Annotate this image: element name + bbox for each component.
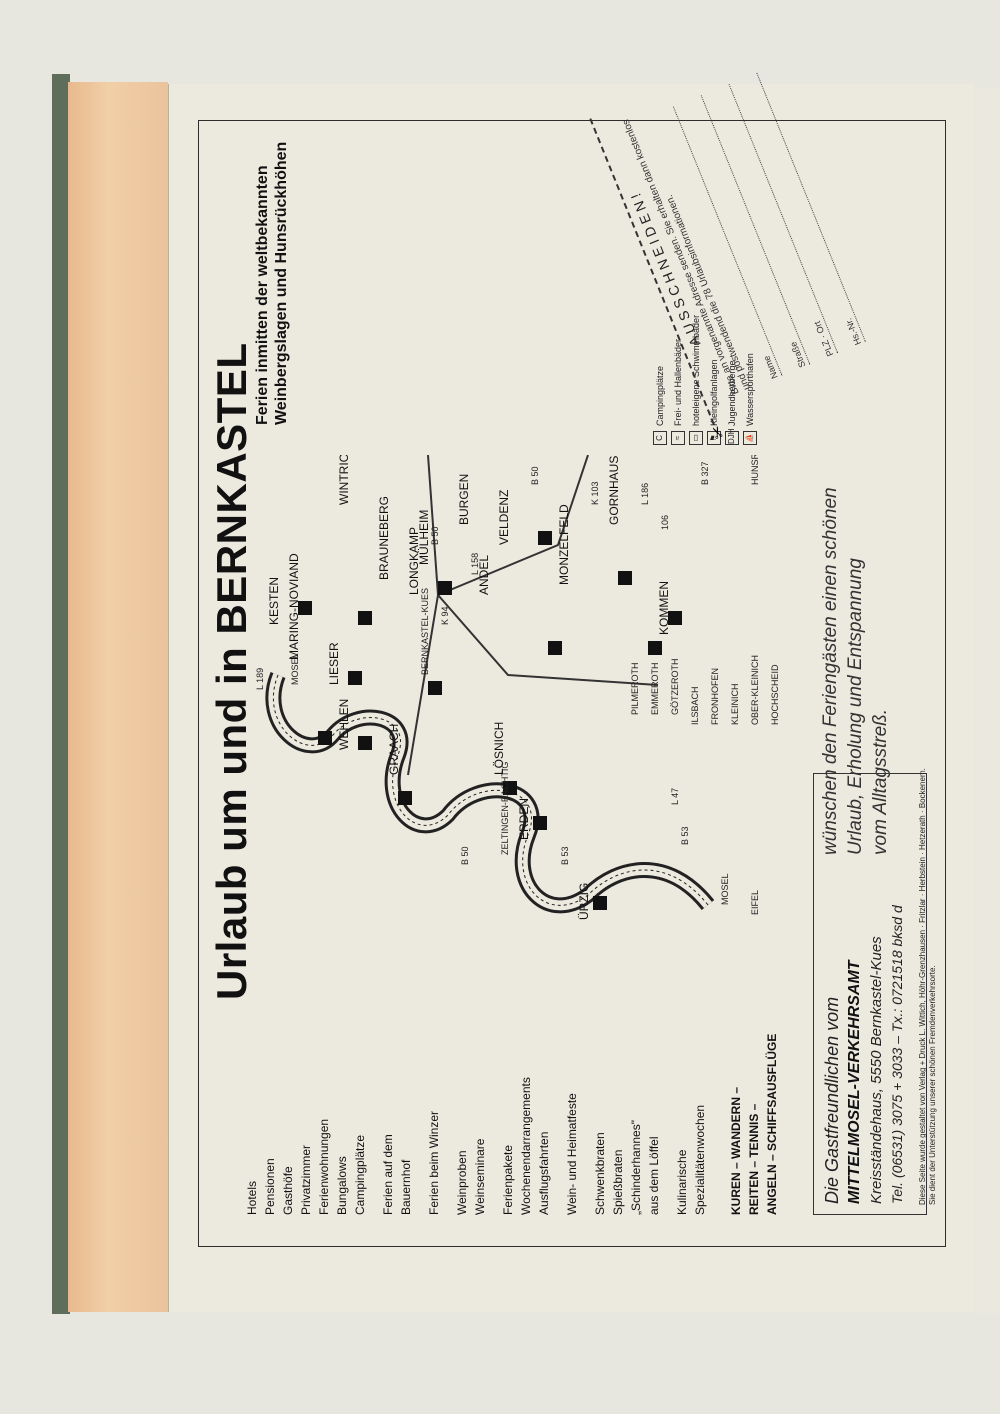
road — [437, 455, 589, 596]
map-town-label: ILSBACH — [690, 686, 700, 725]
telephone: Tel. (06531) 3075 + 3033 – Tx.: 0721518 … — [889, 905, 905, 1204]
map-town-label: KLEINICH — [730, 683, 740, 725]
map-town-label: LONGKAMP — [407, 527, 421, 595]
road-label: L 186 — [640, 483, 650, 505]
mail-coupon: ✂ AUSSCHNEIDEN! Bitte an vorgenannte Adr… — [578, 5, 926, 441]
region-map: ÜRZIG ERDEN LÖSNICH ZELTINGEN-RACHTIG GR… — [255, 455, 780, 920]
road-label: B 50 — [530, 466, 540, 485]
road-label: B 50 — [430, 526, 440, 545]
map-town-label: ERDEN — [517, 798, 531, 840]
town-markers — [298, 531, 682, 910]
page — [168, 84, 974, 1312]
map-town-label: ÜRZIG — [577, 883, 591, 920]
pool-icon: ≈ — [671, 431, 685, 445]
service-group: Weinproben Weinseminare — [455, 1138, 487, 1215]
road-label: L 189 — [255, 668, 265, 690]
map-town-label: HOCHSCHEID — [770, 664, 780, 725]
map-town-label: FRONHOFEN — [710, 668, 720, 725]
region-label: HUNSRÜCK — [750, 455, 760, 485]
region-label: MOSEL — [290, 653, 300, 685]
road-label: B 53 — [680, 826, 690, 845]
sailboat-icon: ⛵ — [743, 431, 757, 445]
ad-frame — [198, 120, 946, 1247]
road-label: L 47 — [670, 788, 680, 805]
map-town-label: WINTRICH — [337, 455, 351, 505]
ad-subtitle: Ferien inmitten der weltbekannten Weinbe… — [254, 141, 290, 425]
service-group: Kulinarische Spezialitätenwochen — [675, 1104, 707, 1215]
map-town-label: KOMMEN — [657, 581, 671, 635]
map-town-label: BURGEN — [457, 474, 471, 525]
services-list: Hotels Pensionen Gasthöfe Privatzimmer F… — [243, 915, 781, 1215]
camping-icon: C — [653, 431, 667, 445]
road-label: K 103 — [590, 481, 600, 505]
advertisement: Urlaub um und in BERNKASTEL Ferien inmit… — [198, 72, 944, 1245]
page-edges — [68, 82, 168, 1312]
hotel-pool-icon: ▭ — [689, 431, 703, 445]
map-town-label: GRAACH — [387, 724, 401, 775]
activities-list: KUREN – WANDERN – REITEN – TENNIS – ANGE… — [729, 1033, 779, 1215]
facing-page-edge — [975, 88, 1000, 1313]
map-town-label: OBER-KLEINICH — [750, 655, 760, 725]
slogan: wünschen den Feriengästen einen schönen … — [820, 487, 891, 855]
road-label: B 50 — [460, 846, 470, 865]
map-town-label: KESTEN — [267, 577, 281, 625]
address: Kreisständehaus, 5550 Bernkastel-Kues — [868, 936, 885, 1204]
book-binding — [52, 74, 70, 1314]
service-group: Hotels Pensionen Gasthöfe Privatzimmer F… — [245, 1118, 367, 1215]
road-label: L 158 — [470, 553, 480, 575]
service-group: Ferien beim Winzer — [427, 1110, 441, 1215]
road-label: K 94 — [440, 606, 450, 625]
service-group: Schwenkbraten Spießbraten „Schinderhanne… — [593, 1120, 661, 1215]
map-town-label: LÖSNICH — [492, 722, 506, 775]
map-town-label: ZELTINGEN-RACHTIG — [500, 762, 510, 855]
map-town-label: MARING-NOVIAND — [287, 553, 301, 660]
service-group: Wein- und Heimatfeste — [565, 1093, 579, 1215]
road-label: B 53 — [560, 846, 570, 865]
road — [437, 594, 659, 686]
map-town-label: BRAUNEBERG — [377, 496, 391, 580]
region-label: MOSEL — [720, 873, 730, 905]
map-town-label: WEHLEN — [337, 699, 351, 750]
service-group: Ferien auf dem Bauernhof — [381, 1134, 413, 1215]
map-town-label: EMMEROTH — [650, 663, 660, 716]
map-town-label: GÖTZEROTH — [670, 659, 680, 716]
map-town-label: GORNHAUSEN — [607, 455, 621, 525]
map-town-label: ANDEL — [477, 555, 491, 595]
region-label: EIFEL — [750, 890, 760, 915]
map-town-label: VELDENZ — [497, 490, 511, 545]
road-label: B 327 — [700, 461, 710, 485]
map-town-label: LIESER — [327, 642, 341, 685]
map-town-label: PILMEROTH — [630, 662, 640, 715]
map-town-label: MÜLHEIM — [417, 510, 431, 565]
organisation-name: MITTELMOSEL-VERKEHRSAMT — [846, 960, 863, 1204]
greeting: Die Gastfreundlichen vom — [822, 996, 842, 1204]
map-town-label: MONZELFELD — [557, 504, 571, 585]
map-town-label: BERNKASTEL-KUES — [420, 588, 430, 675]
road-label: 106 — [660, 515, 670, 530]
fineprint: Diese Seite wurde gestaltet von Verlag +… — [918, 768, 937, 1205]
service-group: Ferienpakete Wochenendarrangements Ausfl… — [501, 1077, 551, 1215]
